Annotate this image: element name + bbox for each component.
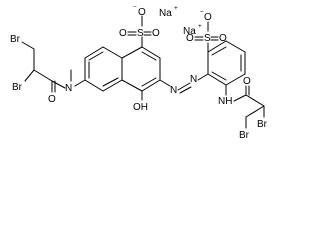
structure-diagram: Na + Na + S O O bbox=[10, 4, 268, 141]
sulfonate-2-o-anion: O bbox=[204, 12, 212, 23]
azo-n2: N bbox=[190, 74, 197, 85]
sodium-ion-1-symbol: Na bbox=[159, 8, 172, 19]
amide-n-left: N bbox=[65, 83, 72, 94]
sulfonate-2-o-right: O bbox=[219, 33, 227, 44]
sulfonate-group-1: S O O O − bbox=[119, 4, 160, 48]
amide-o-right: O bbox=[243, 76, 251, 87]
sulfonate-2-charge: − bbox=[200, 9, 204, 16]
sulfonate-1-s: S bbox=[137, 28, 144, 39]
br-left-1: Br bbox=[10, 34, 21, 45]
amide-nh: NH bbox=[218, 96, 232, 107]
sodium-ion-1: Na + bbox=[159, 5, 178, 19]
sodium-ion-2: Na + bbox=[183, 23, 202, 37]
sodium-ion-2-symbol: Na bbox=[183, 26, 196, 37]
br-right-2: Br bbox=[239, 130, 250, 141]
amide-o-left: O bbox=[48, 94, 56, 105]
naphthalene-core bbox=[84, 46, 161, 92]
sulfonate-group-2: S O O O − bbox=[186, 9, 227, 53]
sodium-ion-2-charge: + bbox=[198, 23, 202, 30]
sulfonate-2-o-left: O bbox=[186, 33, 194, 44]
azo-linkage: N N bbox=[159, 73, 209, 96]
right-amide-chain: NH O Br Br bbox=[218, 76, 268, 141]
sulfonate-1-charge: − bbox=[133, 4, 137, 11]
sulfonate-1-o-left: O bbox=[119, 28, 127, 39]
sodium-ion-1-charge: + bbox=[174, 5, 178, 12]
benzene-ring bbox=[207, 40, 246, 86]
sulfonate-1-o-anion: O bbox=[138, 7, 146, 18]
left-amide-chain: N O Br Br bbox=[10, 34, 86, 105]
sulfonate-2-s: S bbox=[204, 33, 211, 44]
hydroxyl-label: OH bbox=[133, 102, 148, 113]
br-right-1: Br bbox=[257, 119, 268, 130]
br-left-2: Br bbox=[12, 82, 23, 93]
sulfonate-1-o-right: O bbox=[152, 28, 160, 39]
azo-n1: N bbox=[170, 85, 177, 96]
hydroxyl-group: OH bbox=[133, 90, 148, 113]
